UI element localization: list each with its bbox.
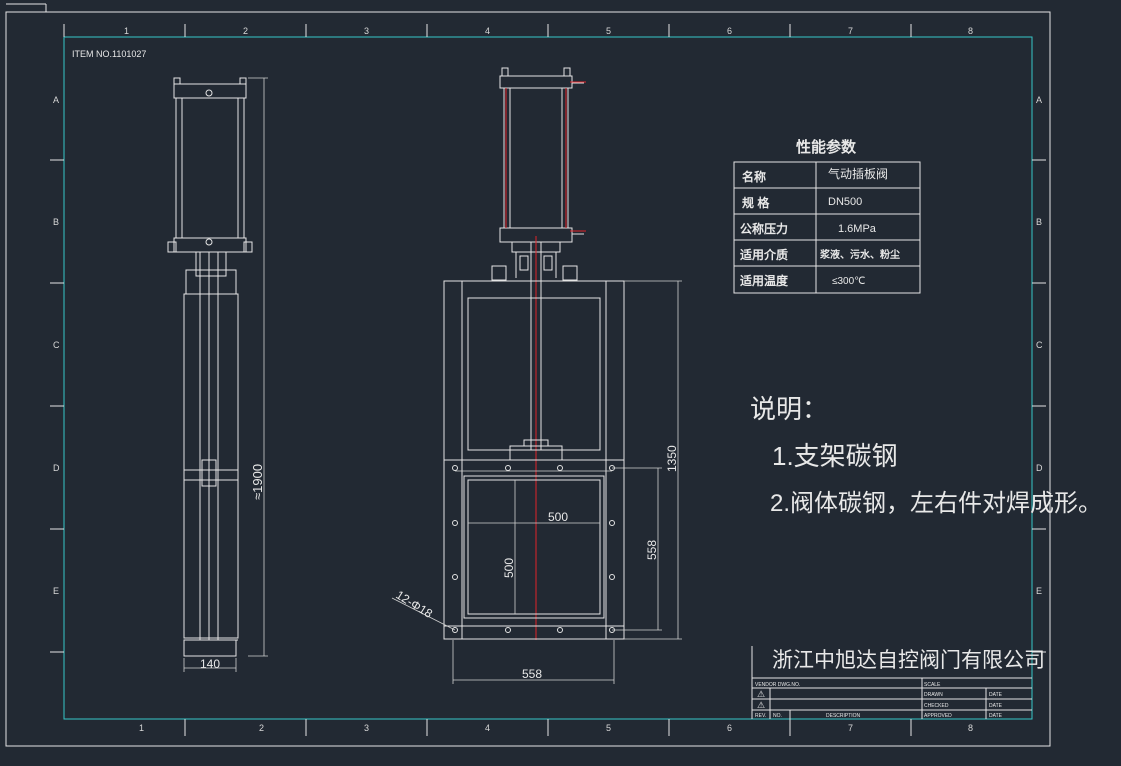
outer-frame (5, 11, 1051, 747)
rev-label: REV. (755, 713, 766, 719)
svg-text:B: B (53, 217, 59, 227)
side-view (167, 77, 268, 672)
svg-text:8: 8 (968, 723, 973, 733)
title-block (751, 646, 1032, 719)
front-total-height-dim: 1350 (665, 445, 679, 472)
svg-text:1: 1 (139, 723, 144, 733)
bolt-holes-dim: 12-Φ18 (393, 588, 435, 621)
description-label: DESCRIPTION (826, 713, 861, 719)
svg-text:C: C (53, 340, 60, 350)
note-item: 2.阀体碳钢，左右件对焊成形。 (770, 490, 1102, 517)
svg-text:7: 7 (848, 26, 853, 36)
svg-text:5: 5 (606, 723, 611, 733)
svg-text:E: E (1036, 586, 1042, 596)
svg-text:2: 2 (243, 26, 248, 36)
svg-text:3: 3 (364, 26, 369, 36)
front-width-dim: 500 (548, 510, 568, 524)
front-flange-height-dim: 558 (645, 540, 659, 560)
param-value: ≤300℃ (832, 276, 865, 287)
svg-text:D: D (53, 463, 60, 473)
svg-text:3: 3 (364, 723, 369, 733)
svg-text:4: 4 (485, 26, 490, 36)
param-label: 适用介质 (740, 247, 788, 262)
front-view (391, 67, 682, 684)
no-label: NO. (773, 713, 782, 719)
company-name: 浙江中旭达自控阀门有限公司 (772, 649, 1045, 672)
side-width-dim: 140 (200, 657, 220, 671)
param-value: 1.6MPa (838, 223, 877, 235)
svg-text:A: A (1036, 95, 1042, 105)
svg-text:A: A (53, 95, 59, 105)
param-label: 规 格 (742, 195, 770, 210)
warning-icon: ⚠ (757, 689, 765, 699)
params-title: 性能参数 (796, 138, 857, 156)
svg-text:B: B (1036, 217, 1042, 227)
param-value: DN500 (828, 196, 862, 208)
front-inner-height-dim: 500 (502, 558, 516, 578)
param-label: 名称 (742, 169, 766, 184)
grid-column-labels: 1 2 3 4 5 6 7 8 1 2 3 4 5 6 7 8 (124, 26, 973, 733)
drawn-label: DRAWN (924, 692, 943, 698)
params-table (733, 161, 921, 294)
note-item: 1.支架碳钢 (772, 441, 898, 471)
svg-text:5: 5 (606, 26, 611, 36)
svg-text:D: D (1036, 463, 1043, 473)
date-label: DATE (989, 703, 1003, 709)
svg-text:6: 6 (727, 26, 732, 36)
param-label: 适用温度 (740, 273, 789, 288)
date-label: DATE (989, 713, 1003, 719)
svg-text:6: 6 (727, 723, 732, 733)
svg-text:7: 7 (848, 723, 853, 733)
warning-icon: ⚠ (757, 700, 765, 710)
vendor-label: VENDOR DWG.NO. (755, 682, 800, 688)
item-number: ITEM NO.1101027 (72, 49, 146, 59)
param-label: 公称压力 (740, 221, 788, 236)
checked-label: CHECKED (924, 703, 949, 709)
notes-title: 说明： (750, 394, 828, 424)
approved-label: APPROVED (924, 713, 952, 719)
side-height-dim: ≈1900 (250, 464, 265, 500)
svg-text:2: 2 (259, 723, 264, 733)
param-value: 气动插板阀 (828, 166, 888, 181)
svg-text:4: 4 (485, 723, 490, 733)
param-value: 浆液、污水、粉尘 (820, 248, 900, 261)
date-label: DATE (989, 692, 1003, 698)
grid-row-labels: A B C D E A B C D E (53, 95, 1043, 596)
svg-text:1: 1 (124, 26, 129, 36)
svg-text:8: 8 (968, 26, 973, 36)
scale-label: SCALE (924, 682, 941, 688)
svg-text:E: E (53, 586, 59, 596)
front-flange-width-dim: 558 (522, 667, 542, 681)
svg-text:C: C (1036, 340, 1043, 350)
